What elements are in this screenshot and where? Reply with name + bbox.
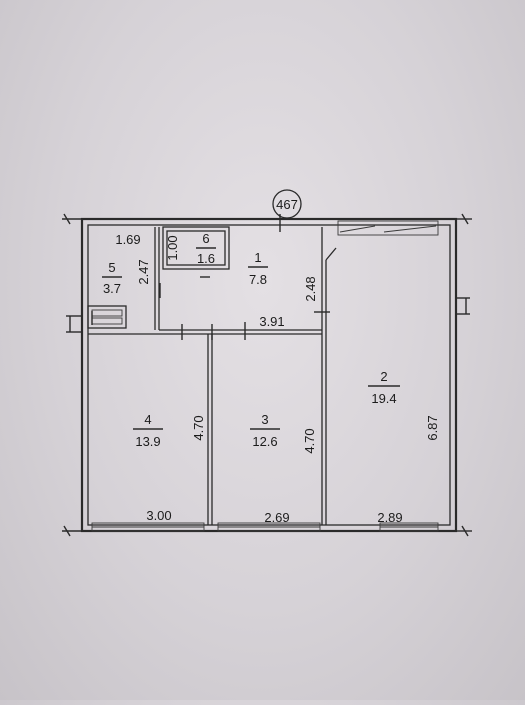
- room-1-number: 1: [254, 250, 261, 265]
- room-2: 2 19.4: [368, 369, 400, 406]
- room-1: 1 7.8: [248, 250, 268, 287]
- dim-2-69: 2.69: [264, 510, 289, 525]
- room-3-number: 3: [261, 412, 268, 427]
- room-3-area: 12.6: [252, 434, 277, 449]
- room-6-number: 6: [202, 231, 209, 246]
- dim-2-48: 2.48: [303, 276, 318, 301]
- dim-2-89: 2.89: [377, 510, 402, 525]
- dim-2-47: 2.47: [136, 259, 151, 284]
- room-4-number: 4: [144, 412, 151, 427]
- room-5-area: 3.7: [103, 281, 121, 296]
- plan-number-marker: 467: [272, 189, 302, 219]
- dim-4-70-right: 4.70: [302, 428, 317, 453]
- window-bottom-left: [91, 522, 205, 532]
- dim-1-69: 1.69: [115, 232, 140, 247]
- room-6: 6 1.6: [196, 231, 216, 266]
- plan-number: 467: [276, 197, 298, 212]
- window-bottom-mid: [217, 522, 321, 532]
- room-5: 5 3.7: [102, 260, 122, 296]
- room-2-area: 19.4: [371, 391, 396, 406]
- outer-walls: [62, 213, 472, 537]
- dim-3-00: 3.00: [146, 508, 171, 523]
- window-bottom-right: [379, 522, 439, 532]
- dim-6-87: 6.87: [425, 415, 440, 440]
- room-4-area: 13.9: [135, 434, 160, 449]
- room-4: 4 13.9: [133, 412, 163, 449]
- room-3: 3 12.6: [250, 412, 280, 449]
- dim-1-00: 1.00: [165, 235, 180, 260]
- window-top-right: [337, 220, 439, 236]
- dimensions: 1.69 1.00 2.47 2.48 3.91 4.70 4.70 6.87 …: [115, 232, 440, 525]
- interior-walls: [87, 214, 337, 525]
- room-2-number: 2: [380, 369, 387, 384]
- dim-3-91: 3.91: [259, 314, 284, 329]
- room-5-number: 5: [108, 260, 115, 275]
- dim-4-70-left: 4.70: [191, 415, 206, 440]
- room-6-area: 1.6: [197, 251, 215, 266]
- room-1-area: 7.8: [249, 272, 267, 287]
